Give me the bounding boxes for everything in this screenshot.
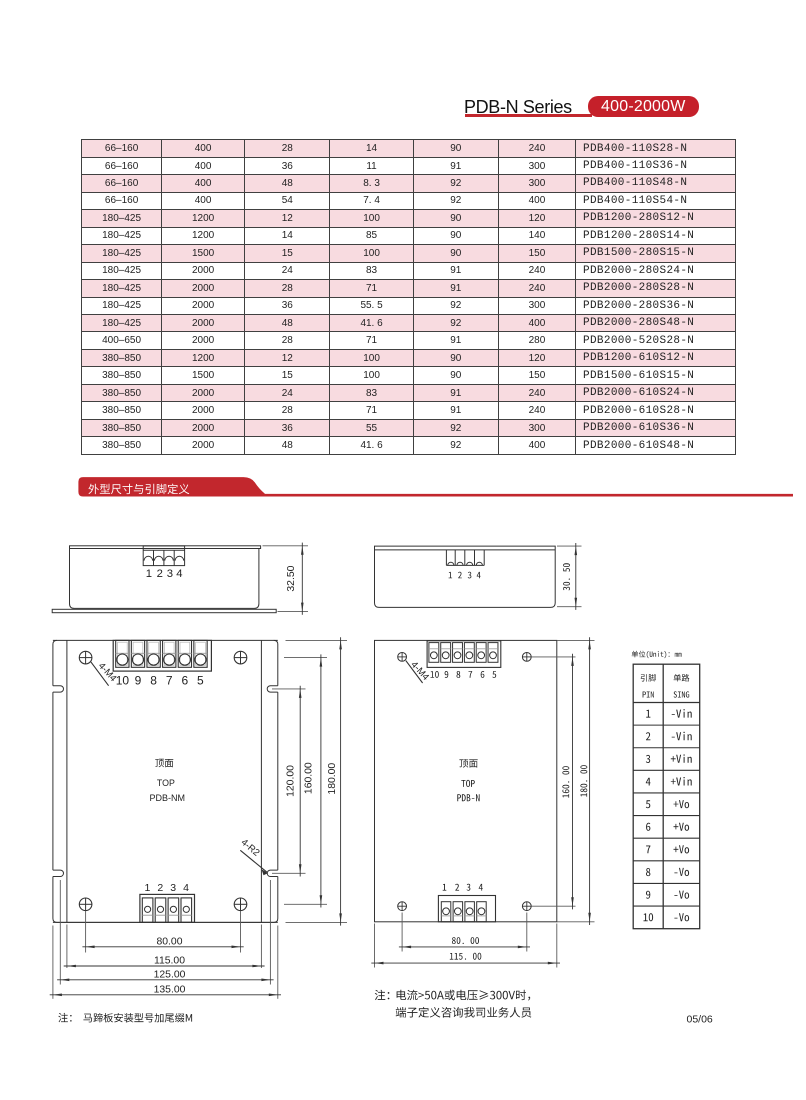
- svg-text:9: 9: [135, 674, 142, 688]
- svg-text:135.00: 135.00: [154, 984, 186, 995]
- svg-text:4: 4: [176, 568, 182, 580]
- svg-text:2: 2: [157, 882, 163, 894]
- svg-text:TOP: TOP: [157, 778, 175, 788]
- svg-text:6: 6: [181, 674, 188, 688]
- svg-text:3: 3: [170, 882, 176, 894]
- svg-text:125.00: 125.00: [154, 969, 186, 980]
- svg-text:180.00: 180.00: [327, 763, 338, 795]
- svg-text:160.00: 160.00: [303, 762, 314, 794]
- svg-text:10: 10: [116, 674, 130, 688]
- svg-text:2: 2: [157, 568, 163, 580]
- svg-text:7: 7: [166, 674, 173, 688]
- svg-text:4-R2: 4-R2: [239, 837, 262, 859]
- svg-text:115.00: 115.00: [154, 956, 185, 967]
- svg-text:1: 1: [146, 568, 152, 580]
- svg-text:1: 1: [144, 882, 150, 894]
- svg-text:PDB-NM: PDB-NM: [150, 793, 186, 803]
- svg-text:120.00: 120.00: [286, 765, 297, 797]
- svg-text:8: 8: [150, 674, 157, 688]
- svg-text:3: 3: [167, 568, 173, 580]
- svg-text:4: 4: [183, 882, 189, 894]
- svg-text:5: 5: [197, 674, 204, 688]
- svg-text:80.00: 80.00: [156, 936, 182, 947]
- svg-text:05/06: 05/06: [687, 1014, 713, 1026]
- svg-text:32.50: 32.50: [286, 565, 297, 591]
